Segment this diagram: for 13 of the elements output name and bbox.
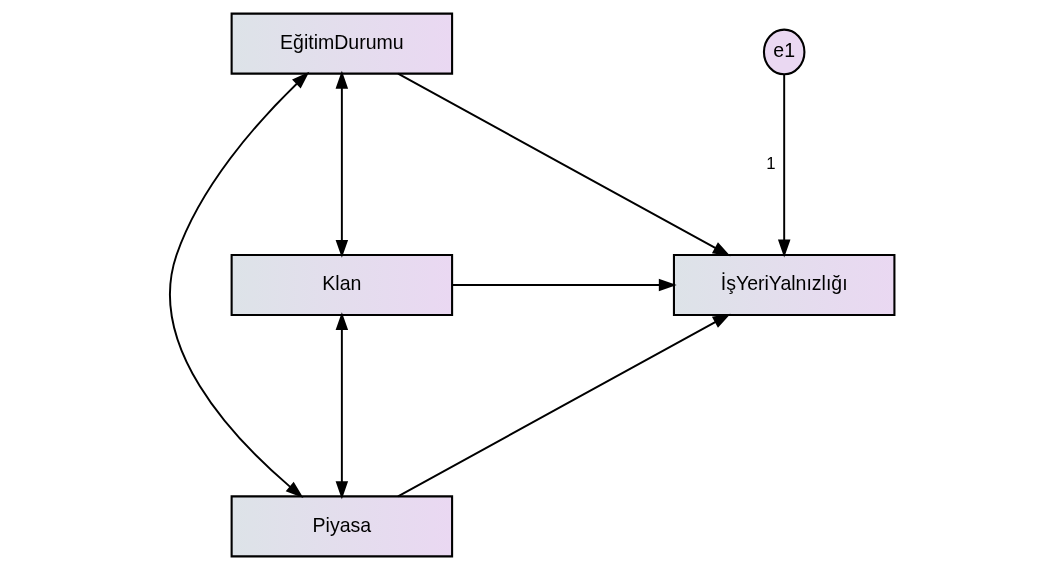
arrow bbox=[169, 71, 310, 498]
node-box: Klan bbox=[230, 253, 454, 317]
edge-label: 1 bbox=[766, 153, 776, 173]
arrow bbox=[335, 70, 349, 258]
arrow bbox=[397, 72, 731, 257]
arrow bbox=[397, 313, 731, 498]
arrow bbox=[451, 278, 677, 292]
node-box: Piyasa bbox=[230, 495, 454, 558]
arrow bbox=[777, 73, 791, 258]
node-circle: e1 bbox=[762, 28, 806, 76]
node-box: EğitimDurumu bbox=[230, 12, 454, 75]
arrow bbox=[335, 312, 349, 500]
node-box: İşYeriYalnızlığı bbox=[672, 253, 896, 317]
